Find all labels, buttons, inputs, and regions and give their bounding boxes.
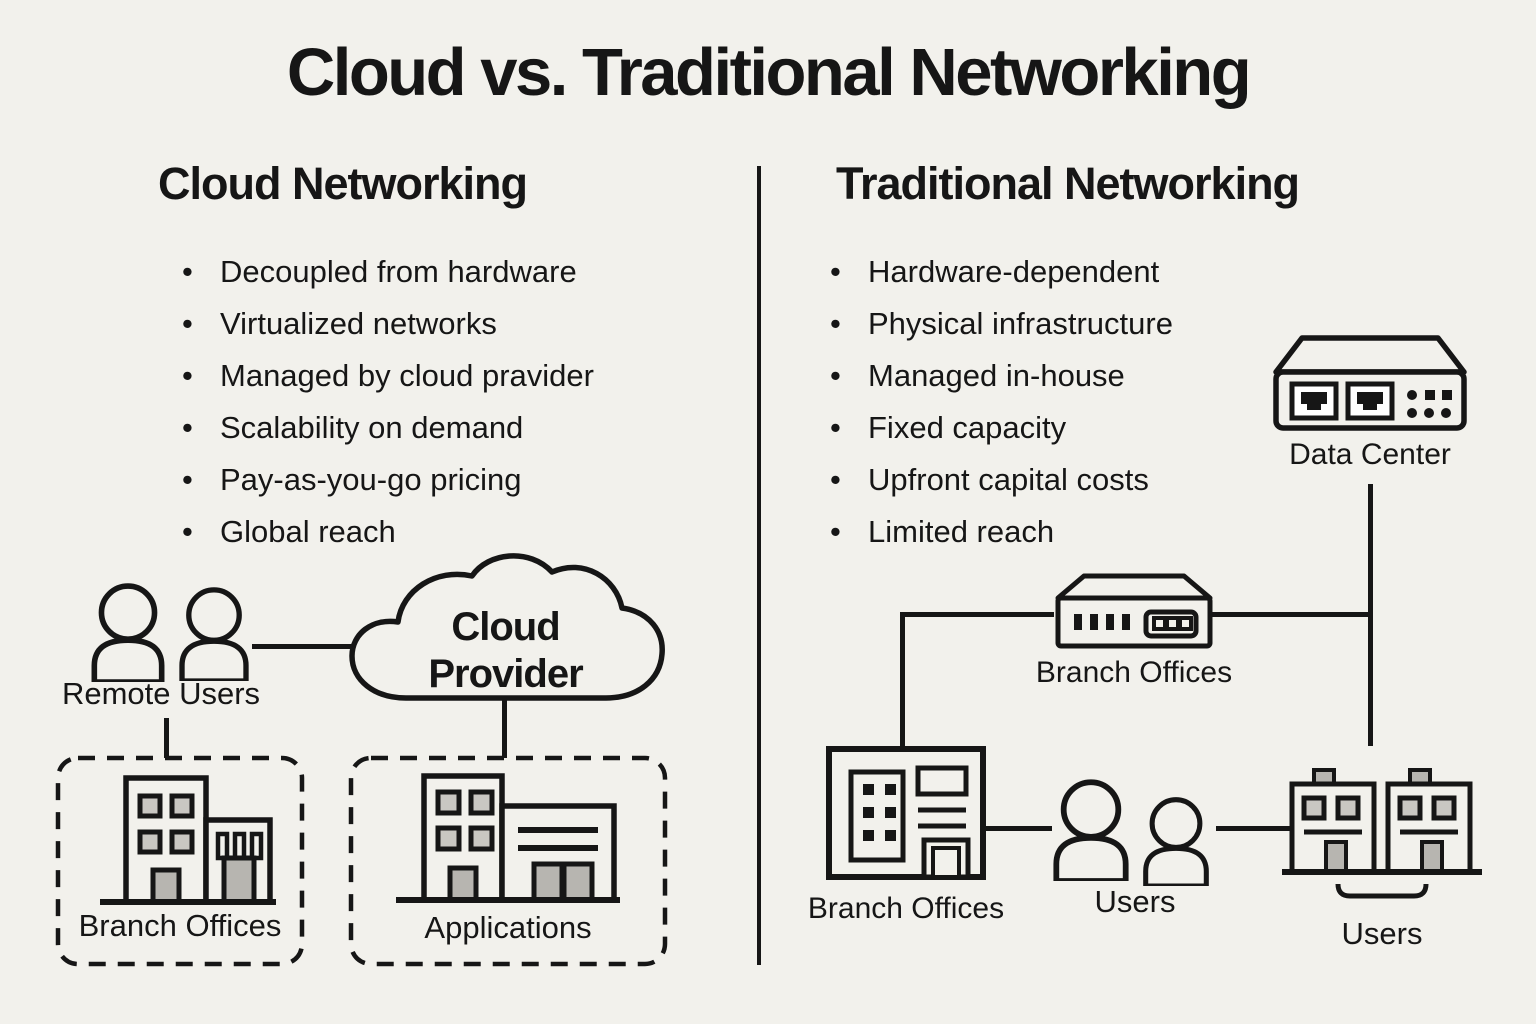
branch-offices-dashed-box bbox=[55, 755, 305, 967]
bullet-item: Scalability on demand bbox=[182, 402, 594, 454]
data-center-label: Data Center bbox=[1289, 438, 1451, 471]
office-and-warehouse-icon bbox=[396, 773, 620, 903]
person-icon bbox=[1053, 779, 1129, 881]
connector-line bbox=[900, 612, 905, 748]
cloud-provider-label: Cloud Provider bbox=[398, 604, 613, 698]
connector-line bbox=[164, 718, 169, 758]
office-building-icon bbox=[826, 746, 986, 880]
person-icon bbox=[1143, 797, 1209, 886]
traditional-networking-bullet-list: Hardware-dependent Physical infrastructu… bbox=[830, 246, 1173, 558]
cloud-icon bbox=[349, 553, 665, 701]
person-icon bbox=[179, 587, 249, 681]
bullet-item: Decoupled from hardware bbox=[182, 246, 594, 298]
users-buildings-label: Users bbox=[1341, 916, 1423, 951]
applications-label: Applications bbox=[424, 910, 592, 945]
connector-line bbox=[1216, 826, 1292, 831]
router-icon bbox=[1055, 573, 1213, 649]
connector-line bbox=[1208, 612, 1370, 617]
two-houses-icon bbox=[1282, 768, 1482, 899]
applications-dashed-box bbox=[348, 755, 668, 967]
bullet-item: Managed by cloud pravider bbox=[182, 350, 594, 402]
center-divider bbox=[757, 166, 761, 965]
branch-offices-router-label: Branch Offices bbox=[1035, 656, 1233, 689]
person-icon bbox=[91, 583, 165, 682]
connector-line bbox=[986, 826, 1052, 831]
bullet-item: Upfront capital costs bbox=[830, 454, 1173, 506]
cloud-provider-label-line1: Cloud bbox=[451, 605, 560, 649]
bullet-item: Pay-as-you-go pricing bbox=[182, 454, 594, 506]
users-people-label: Users bbox=[1094, 884, 1176, 919]
bullet-item: Limited reach bbox=[830, 506, 1173, 558]
bullet-item: Global reach bbox=[182, 506, 594, 558]
branch-offices-left-label: Branch Offices bbox=[78, 908, 282, 943]
page-title: Cloud vs. Traditional Networking bbox=[286, 35, 1252, 110]
remote-users-label: Remote Users bbox=[61, 676, 261, 711]
branch-offices-building-label: Branch Offices bbox=[807, 892, 1005, 925]
traditional-networking-heading: Traditional Networking bbox=[836, 158, 1300, 209]
network-switch-icon bbox=[1273, 335, 1467, 431]
two-buildings-icon bbox=[100, 775, 276, 905]
connector-line bbox=[900, 612, 1054, 617]
bullet-item: Hardware-dependent bbox=[830, 246, 1173, 298]
cloud-provider-label-line2: Provider bbox=[428, 652, 583, 696]
bullet-item: Physical infrastructure bbox=[830, 298, 1173, 350]
connector-line bbox=[502, 696, 507, 758]
bullet-item: Fixed capacity bbox=[830, 402, 1173, 454]
bullet-item: Managed in-house bbox=[830, 350, 1173, 402]
cloud-networking-heading: Cloud Networking bbox=[158, 158, 528, 209]
connector-line bbox=[1368, 484, 1373, 746]
connector-line bbox=[252, 644, 354, 649]
cloud-networking-bullet-list: Decoupled from hardware Virtualized netw… bbox=[182, 246, 594, 558]
bullet-item: Virtualized networks bbox=[182, 298, 594, 350]
